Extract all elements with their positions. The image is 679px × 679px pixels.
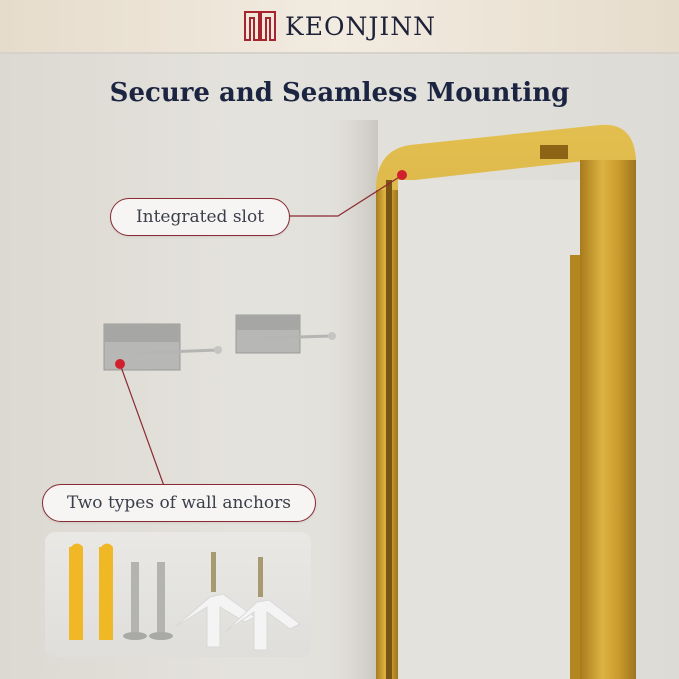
brand-header: KEONJINN [0, 0, 679, 54]
yellow-anchor-icon [99, 543, 113, 640]
screw-icon [149, 562, 173, 640]
wall-shadow [330, 120, 378, 679]
mirror-frame [376, 124, 636, 679]
yellow-anchor-icon [69, 543, 83, 640]
callout-wall-anchors: Two types of wall anchors [42, 484, 316, 522]
toggle-anchor-icon [224, 557, 301, 651]
marker-bracket [115, 359, 125, 369]
marker-slot [397, 170, 407, 180]
toggle-anchor-icon [174, 552, 256, 648]
leader-line-anchors [119, 363, 165, 487]
leader-line-slot [288, 173, 405, 217]
hardware-tray [45, 532, 311, 657]
wall-bracket-right [235, 314, 336, 354]
screw-icon [123, 562, 147, 640]
brand-name: KEONJINN [285, 11, 436, 41]
keonjinn-logo-icon [244, 11, 277, 41]
callout-integrated-slot: Integrated slot [110, 198, 290, 236]
page-title: Secure and Seamless Mounting [109, 78, 570, 108]
